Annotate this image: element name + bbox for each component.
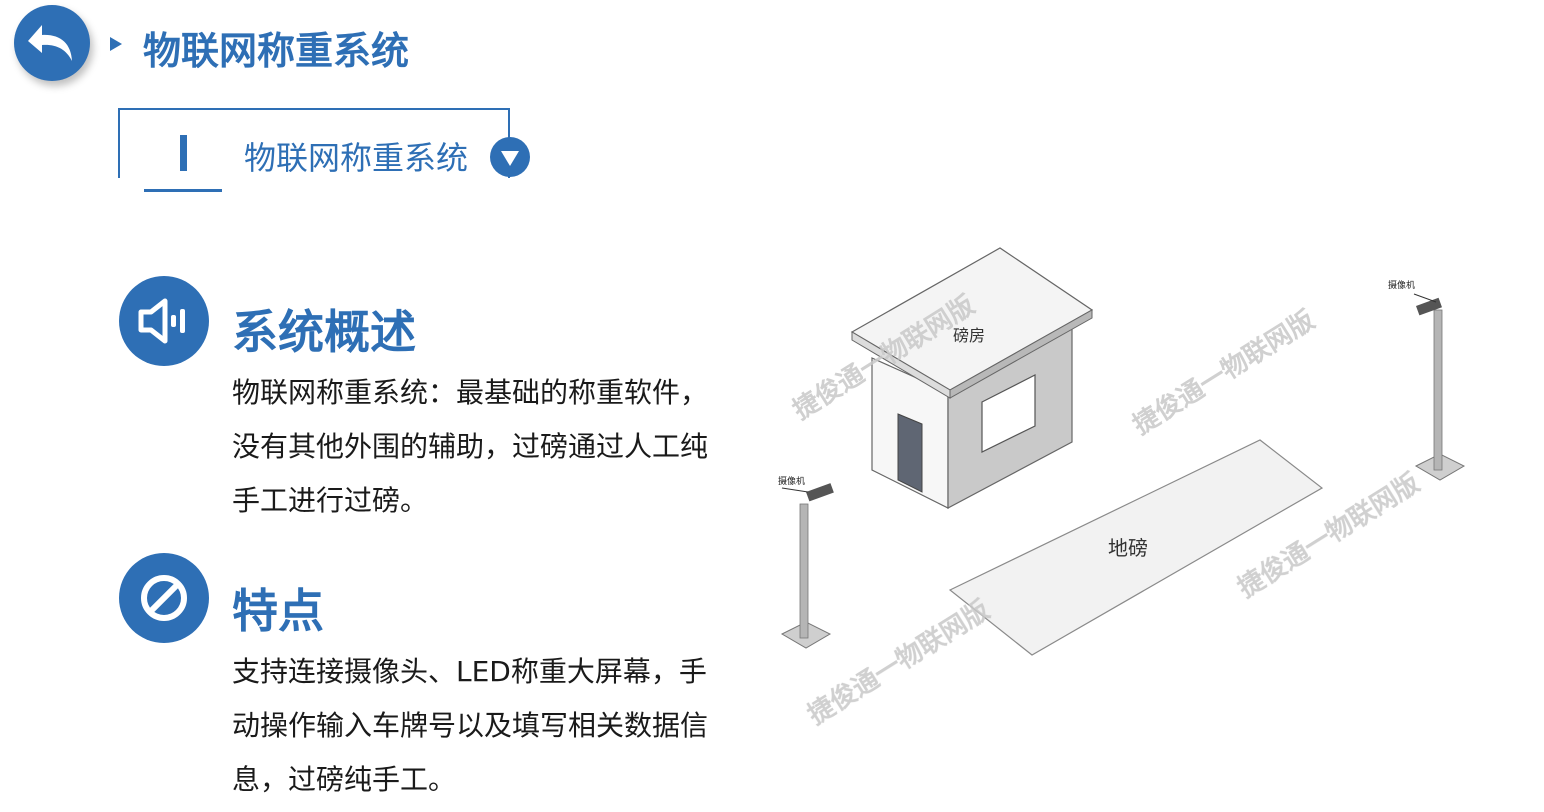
- weigh-house: [850, 247, 1094, 509]
- selector-dropdown-button[interactable]: [490, 137, 530, 177]
- back-button[interactable]: [14, 5, 90, 81]
- title-triangle-icon: [110, 37, 122, 51]
- page-title: 物联网称重系统: [143, 29, 410, 73]
- watermark: 捷俊通一物联网版: [802, 594, 994, 730]
- camera-left-label: 摄像机: [778, 475, 805, 486]
- camera-pole-left: [780, 483, 834, 649]
- watermark: 捷俊通一物联网版: [1127, 304, 1319, 440]
- camera-icon: [806, 483, 834, 502]
- selector-label: 物联网称重系统: [244, 139, 469, 177]
- overview-body: 物联网称重系统：最基础的称重软件，没有其他外围的辅助，过磅通过人工纯手工进行过磅…: [232, 376, 709, 517]
- camera-pole-right: [1413, 293, 1466, 481]
- house-door: [897, 413, 923, 493]
- speaker-icon: [138, 298, 185, 344]
- back-arrow-icon: [28, 25, 72, 61]
- scale-label: 地磅: [1108, 537, 1148, 560]
- house-window: [981, 374, 1036, 453]
- selector-marker: [180, 135, 187, 171]
- no-entry-icon: [141, 575, 187, 621]
- weighbridge-platform: [948, 439, 1324, 656]
- weighbridge-illustration: 地磅 磅房 摄像机 摄像机 捷俊通一物联网版 捷俊通一物联网版 捷俊通一物联网版…: [778, 247, 1466, 730]
- house-label: 磅房: [953, 327, 985, 345]
- overview-title: 系统概述: [232, 305, 416, 359]
- features-title: 特点: [232, 584, 324, 638]
- features-body: 支持连接摄像头、LED称重大屏幕，手动操作输入车牌号以及填写相关数据信息，过磅纯…: [232, 655, 709, 796]
- camera-right-label: 摄像机: [1388, 279, 1415, 290]
- features-icon-badge: [119, 553, 209, 643]
- selector-underline: [144, 189, 222, 192]
- overview-icon-badge: [119, 276, 209, 366]
- chevron-down-icon: [501, 151, 519, 166]
